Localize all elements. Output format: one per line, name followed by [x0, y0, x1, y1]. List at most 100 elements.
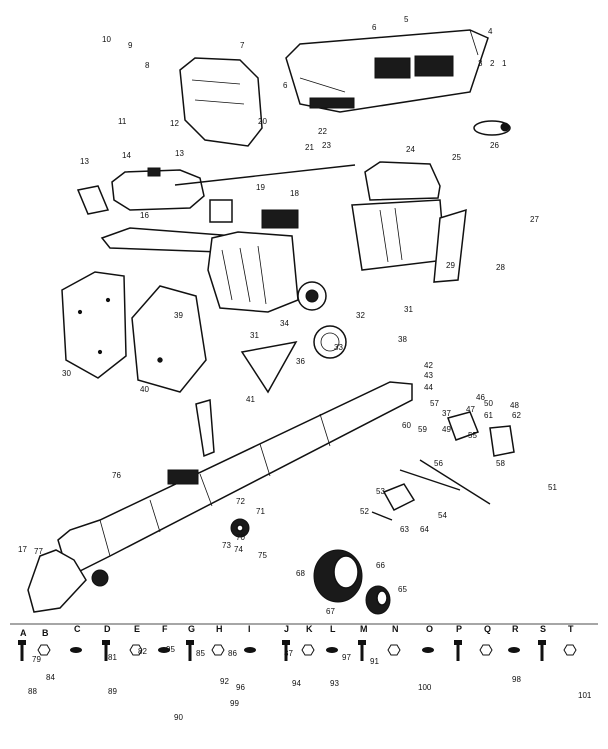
- callout-7: 7: [240, 41, 245, 50]
- hw-ref-82: 82: [138, 647, 147, 656]
- wheel-large: [313, 549, 363, 603]
- callout-13a: 13: [80, 157, 89, 166]
- callout-50: 50: [484, 399, 493, 408]
- rear-axle-assembly: [371, 411, 515, 521]
- hw-letter-e: E: [134, 624, 140, 634]
- callout-31a: 31: [404, 305, 413, 314]
- steering-knob: [473, 120, 511, 136]
- nut-icon: [211, 644, 225, 656]
- callout-68: 68: [296, 569, 305, 578]
- hw-ref-101: 101: [578, 691, 592, 700]
- washer-icon: [508, 647, 520, 653]
- callout-43: 43: [424, 371, 433, 380]
- nut-icon: [37, 644, 51, 656]
- seat-pan: [179, 57, 263, 147]
- hw-letter-q: Q: [484, 624, 491, 634]
- callout-54: 54: [438, 511, 447, 520]
- battery-box: [351, 161, 467, 283]
- callout-16: 16: [140, 211, 149, 220]
- hw-ref-99: 99: [230, 699, 239, 708]
- callout-5: 5: [404, 15, 409, 24]
- hw-ref-89: 89: [108, 687, 117, 696]
- callout-77: 77: [34, 547, 43, 556]
- hw-letter-a: A: [20, 628, 27, 638]
- callout-44: 44: [424, 383, 433, 392]
- callout-27: 27: [530, 215, 539, 224]
- callout-13b: 13: [175, 149, 184, 158]
- callout-19: 19: [256, 183, 265, 192]
- hw-letter-s: S: [540, 624, 546, 634]
- washer-icon: [422, 647, 434, 653]
- nut-icon: [129, 644, 143, 656]
- bolt-icon: [186, 640, 194, 661]
- callout-labels: 1 2 3 4 5 6 6 7 8 9 10 11 12 13 13 14 16…: [18, 15, 557, 616]
- callout-65: 65: [398, 585, 407, 594]
- callout-32: 32: [356, 311, 365, 320]
- hw-letter-m: M: [360, 624, 368, 634]
- hw-letter-c: C: [74, 624, 81, 634]
- hw-ref-92: 92: [220, 677, 229, 686]
- callout-51: 51: [548, 483, 557, 492]
- callout-39: 39: [174, 311, 183, 320]
- washer-icon: [70, 647, 82, 653]
- callout-38: 38: [398, 335, 407, 344]
- hw-ref-96: 96: [236, 683, 245, 692]
- hardware-icons: [18, 640, 577, 661]
- callout-58: 58: [496, 459, 505, 468]
- callout-63: 63: [400, 525, 409, 534]
- callout-64: 64: [420, 525, 429, 534]
- washer-icon: [244, 647, 256, 653]
- bolt-icon: [102, 640, 110, 661]
- callout-3: 3: [478, 59, 483, 68]
- callout-6: 6: [372, 23, 377, 32]
- hardware-refs: 79 81 82 84 85 86 87 88 89 90 91 92 93 9…: [28, 645, 592, 722]
- callout-37: 37: [442, 409, 451, 418]
- callout-72: 72: [236, 497, 245, 506]
- callout-60: 60: [402, 421, 411, 430]
- belt-guard: [240, 340, 298, 394]
- callout-57: 57: [430, 399, 439, 408]
- fuel-tank: [76, 167, 233, 223]
- callout-74: 74: [234, 545, 243, 554]
- nut-icon: [387, 644, 401, 656]
- hw-ref-95: 95: [166, 645, 175, 654]
- hw-letter-k: K: [306, 624, 313, 634]
- bolt-icon: [454, 640, 462, 661]
- callout-40: 40: [140, 385, 149, 394]
- hardware-letters: A B C D E F G H I J K L M N O P Q R S T: [20, 624, 574, 638]
- hw-letter-r: R: [512, 624, 519, 634]
- callout-10: 10: [102, 35, 111, 44]
- hw-ref-97: 97: [342, 653, 351, 662]
- hw-ref-84: 84: [46, 673, 55, 682]
- callout-12: 12: [170, 119, 179, 128]
- callout-49: 49: [442, 425, 451, 434]
- callout-30: 30: [62, 369, 71, 378]
- callout-23: 23: [322, 141, 331, 150]
- callout-75: 75: [258, 551, 267, 560]
- callout-24: 24: [406, 145, 415, 154]
- callout-67: 67: [326, 607, 335, 616]
- callout-17: 17: [18, 545, 27, 554]
- hw-letter-b: B: [42, 628, 49, 638]
- bolt-icon: [538, 640, 546, 661]
- callout-6b: 6: [283, 81, 288, 90]
- callout-4: 4: [488, 27, 493, 36]
- callout-36: 36: [296, 357, 305, 366]
- callout-9: 9: [128, 41, 133, 50]
- callout-1: 1: [502, 59, 507, 68]
- callout-66: 66: [376, 561, 385, 570]
- main-frame: [27, 381, 413, 613]
- hw-ref-91: 91: [370, 657, 379, 666]
- callout-33: 33: [334, 343, 343, 352]
- callout-2: 2: [490, 59, 495, 68]
- callout-29: 29: [446, 261, 455, 270]
- wheel-small: [365, 585, 391, 615]
- callout-11: 11: [118, 117, 127, 126]
- hw-ref-79: 79: [32, 655, 41, 664]
- hw-ref-90: 90: [174, 713, 183, 722]
- callout-55: 55: [468, 431, 477, 440]
- callout-48: 48: [510, 401, 519, 410]
- hw-ref-94: 94: [292, 679, 301, 688]
- bolt-icon: [282, 640, 290, 661]
- callout-52: 52: [360, 507, 369, 516]
